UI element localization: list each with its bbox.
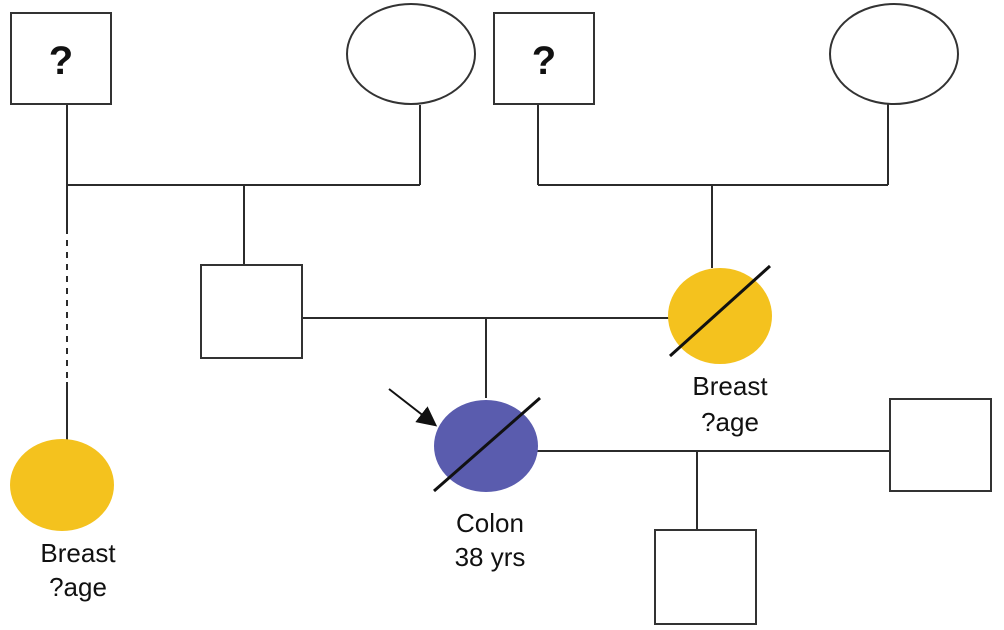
mother-age-label: ?age [701,407,759,437]
proband [388,388,541,493]
paternal-grandmother [829,3,959,105]
female-circle [346,3,476,105]
proband-diagnosis-label: Colon [456,508,524,538]
unknown-status-mark: ? [532,39,556,83]
male-square [10,12,112,105]
mother [668,264,772,364]
father [200,264,303,359]
pedigree-lines [66,103,890,530]
deceased-slash [668,264,772,358]
unknown-status-mark: ? [49,39,73,83]
deceased-slash [433,396,541,493]
male-square [493,12,595,105]
maternal-grandmother [346,3,476,105]
mother-diagnosis-label: Breast [692,371,768,401]
maternal-grandfather: ? [10,12,112,105]
affected-female-circle [668,268,772,364]
spouse [889,398,992,492]
proband-arrow-icon [388,388,438,427]
female-circle [829,3,959,105]
proband-age-label: 38 yrs [455,542,526,572]
child [654,529,757,625]
male-square [200,264,303,359]
male-square [889,398,992,492]
distant-relative-diagnosis-label: Breast [40,538,116,568]
distant-relative [10,439,114,531]
affected-female-circle [10,439,114,531]
paternal-grandfather: ? [493,12,595,105]
distant-relative-age-label: ?age [49,572,107,602]
male-square [654,529,757,625]
